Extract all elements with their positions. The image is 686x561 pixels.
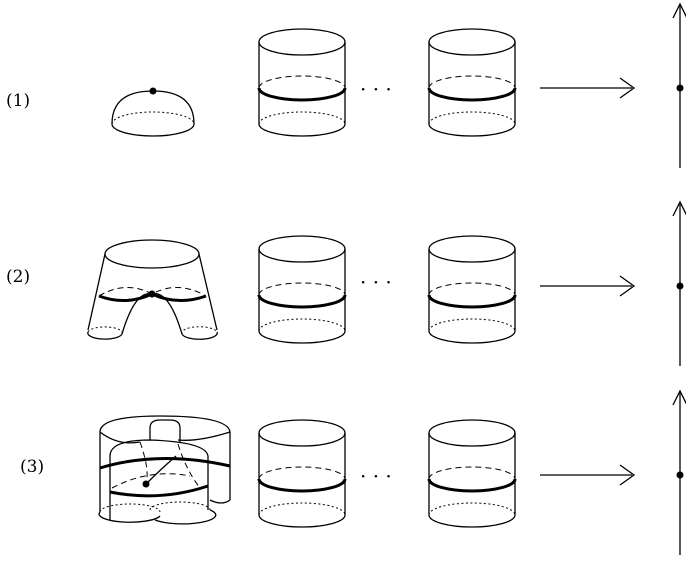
cylinder-piece [257, 27, 347, 138]
saddle-pants-surface [87, 239, 218, 340]
level-arrow-and-axis [539, 390, 686, 556]
ellipsis: · · · [360, 77, 392, 101]
row-1-label: (1) [6, 91, 30, 111]
ellipsis: · · · [360, 464, 392, 488]
twisted-surface [98, 415, 231, 525]
level-arrow-and-axis [539, 3, 686, 169]
cylinder-piece [427, 27, 517, 138]
cylinder-piece [427, 234, 517, 345]
level-arrow-and-axis [539, 201, 686, 367]
critical-point [148, 290, 156, 298]
row-3: (3) [20, 390, 686, 556]
critical-point [142, 480, 150, 488]
cylinder-piece [257, 418, 347, 529]
cylinder-piece [427, 418, 517, 529]
cylinder-piece [257, 234, 347, 345]
critical-point [149, 87, 157, 95]
disk-cap-surface [111, 87, 195, 137]
row-1: (1) · · · [6, 3, 686, 169]
row-2-label: (2) [6, 267, 30, 287]
row-3-label: (3) [20, 457, 44, 477]
ellipsis: · · · [360, 270, 392, 294]
row-2: (2) · · · [6, 201, 686, 367]
